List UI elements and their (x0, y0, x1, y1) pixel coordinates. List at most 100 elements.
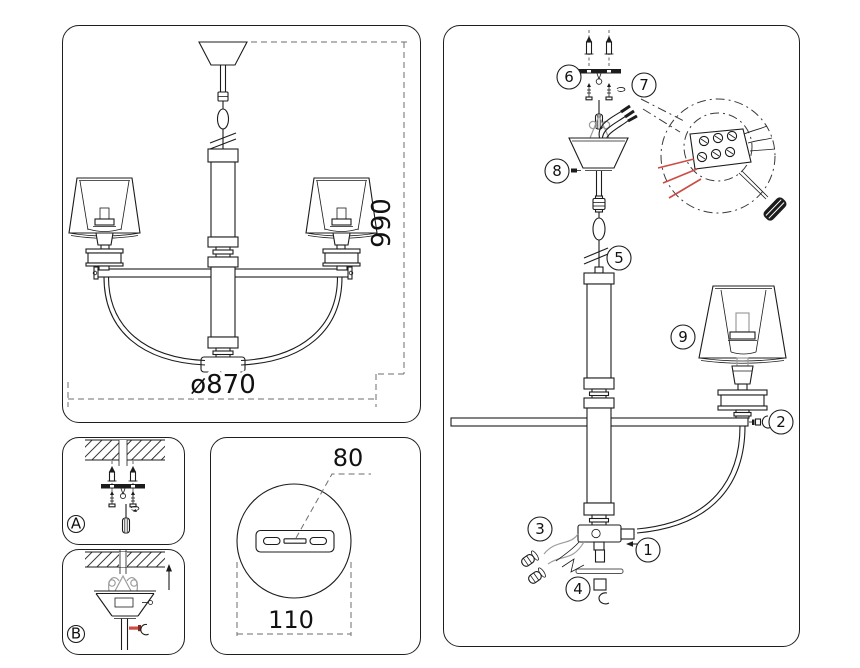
assembly-panel: 6 7 8 5 9 2 3 1 4 (443, 25, 800, 647)
hub-assembly (575, 524, 644, 605)
square-nut (593, 578, 607, 591)
gear-ring (717, 389, 768, 396)
step-badge-5: 5 (606, 245, 632, 271)
step8-canopy (568, 137, 629, 274)
bar-screw (752, 419, 755, 425)
lamp-with-shade (68, 177, 206, 366)
chain-link (592, 217, 606, 241)
detail-a-drawing: A (66, 439, 165, 534)
screwdriver (121, 504, 140, 534)
step-badge-4: 4 (565, 576, 591, 602)
svg-text:6: 6 (564, 68, 574, 86)
step-badge-7: 7 (631, 72, 657, 98)
canopy-screw (571, 168, 577, 173)
height-dimension: 990 (367, 198, 397, 248)
bottom-hub (577, 524, 622, 543)
svg-text:5: 5 (614, 249, 624, 267)
socket-cup (95, 232, 114, 246)
detail-a-label: A (71, 515, 82, 533)
step3-wire-connectors (521, 533, 585, 584)
wire-red (662, 168, 698, 184)
slot-width-dimension: 80 (333, 444, 364, 472)
arm-socket (620, 528, 635, 540)
diameter-dimension: ø870 (190, 370, 256, 400)
central-column (200, 148, 246, 380)
detail-b-drawing: B (66, 550, 172, 650)
bulb-socket (729, 331, 756, 340)
lift-arrow (166, 564, 172, 590)
svg-text:1: 1 (643, 541, 653, 559)
canopy-bottom-view-drawing: 80 110 (236, 444, 371, 636)
canopy-disc (236, 483, 352, 599)
c-clip (761, 415, 771, 429)
wall-anchor (107, 466, 117, 482)
mounting-bracket (577, 69, 621, 74)
curved-arm (103, 276, 206, 366)
step-badge-3: 3 (527, 516, 553, 542)
wire-nut (521, 550, 539, 567)
front-view-panel: ø870 990 (62, 25, 421, 423)
detail-a-badge: A (66, 515, 86, 534)
svg-text:8: 8 (552, 162, 562, 180)
anchors-and-bracket (101, 461, 145, 500)
break-symbol (209, 132, 237, 144)
front-view-drawing: ø870 990 (67, 41, 409, 407)
step-badge-1: 1 (635, 537, 661, 563)
wall-anchor (128, 466, 138, 482)
mounting-bracket (101, 484, 145, 489)
step-badge-6: 6 (556, 64, 582, 90)
screws (108, 491, 137, 508)
box-screw (148, 600, 153, 605)
c-clip (598, 592, 610, 605)
step-badge-2: 2 (768, 409, 794, 435)
mounting-bracket-ghost (108, 574, 138, 592)
step-badge-9: 9 (670, 324, 696, 350)
assembly-drawing: 6 7 8 5 9 2 3 1 4 (450, 30, 794, 605)
canopy-cone (94, 590, 156, 619)
step-badge-8: 8 (544, 158, 570, 184)
dimension-lines (67, 41, 409, 407)
svg-text:7: 7 (639, 76, 649, 94)
detail-b-badge: B (66, 625, 86, 644)
terminal-block-detail (657, 98, 787, 221)
c-clip (140, 623, 149, 636)
detail-b-label: B (71, 625, 81, 643)
canopy-and-chain (198, 41, 248, 150)
locking-screw-red (129, 626, 138, 630)
ceiling-section (85, 439, 165, 466)
cover-disc (575, 568, 624, 574)
plate-slot-left (262, 536, 281, 546)
svg-text:2: 2 (776, 413, 786, 431)
detail-a-panel: A (62, 437, 185, 545)
ceiling-section (85, 550, 165, 574)
central-column (583, 272, 615, 526)
plate-slot-center (283, 538, 307, 544)
hook (120, 488, 126, 496)
socket-cup (731, 365, 754, 385)
step9-shade-assembly (698, 285, 787, 419)
break-symbol (583, 247, 609, 259)
terminal-screws (696, 130, 738, 163)
lamp-shade (698, 285, 787, 359)
screwdriver (738, 170, 787, 221)
stem-and-lock (120, 618, 149, 650)
wire-nut (528, 567, 546, 584)
gear-ring (85, 248, 124, 254)
svg-text:9: 9 (678, 328, 688, 346)
wire-red (657, 158, 695, 169)
detail-b-panel: B (62, 549, 185, 655)
step6-mounting-hardware (577, 30, 626, 130)
curved-arm (636, 425, 746, 534)
threaded-stub (594, 549, 606, 563)
step-badges: 6 7 8 5 9 2 3 1 4 (527, 64, 794, 602)
wire-red (668, 178, 702, 199)
canopy-bottom-view-panel: 80 110 (210, 437, 421, 655)
dimension-lines (236, 473, 371, 636)
plate-diameter-dimension: 110 (268, 606, 314, 634)
plate-slot-right (309, 536, 328, 546)
svg-text:4: 4 (573, 580, 583, 598)
terminal-box (114, 597, 134, 608)
screwdriver (594, 100, 604, 130)
connector (592, 197, 606, 211)
